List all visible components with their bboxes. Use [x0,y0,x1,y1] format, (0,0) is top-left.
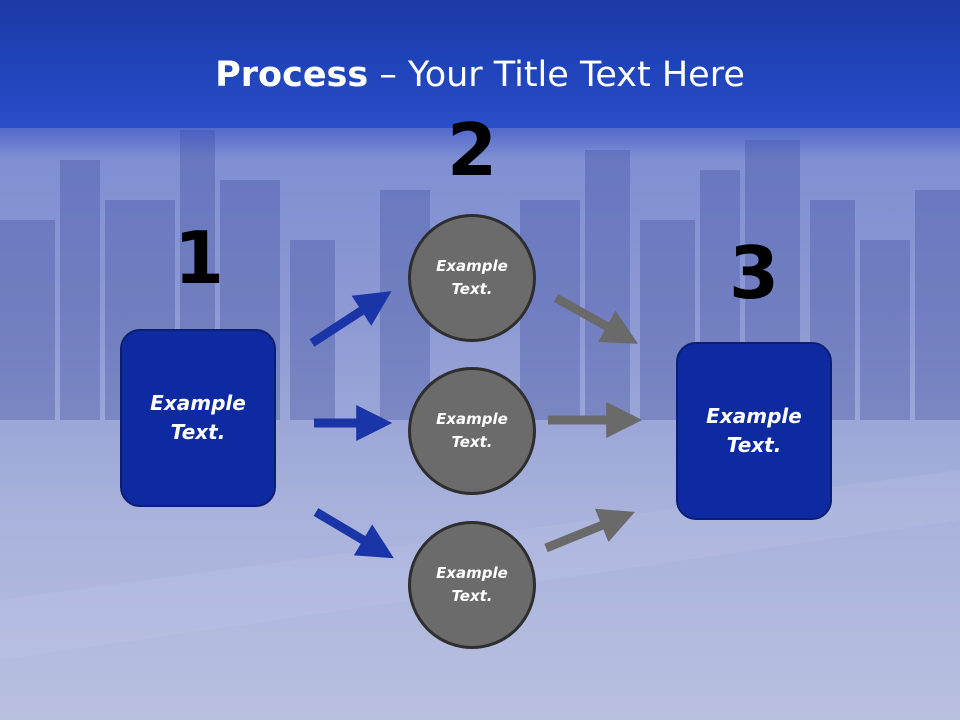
step-number-2: 2 [446,108,498,192]
step-1-box: Example Text. [120,329,276,507]
arrow-circle-bottom-to-step3 [544,508,636,553]
step-number-1: 1 [173,216,225,300]
circle-bottom-text-line2: Text. [451,587,493,605]
step-1-box-text-line2: Text. [170,420,226,444]
circle-middle-text-line2: Text. [451,433,493,451]
arrow-step1-to-circle-top [309,291,392,347]
arrow-step1-to-circle-bottom [313,508,394,559]
title-banner [0,0,960,128]
step-number-3: 3 [728,231,780,315]
title-banner-fade [0,128,960,158]
slide-title-rest: – Your Title Text Here [368,55,745,95]
step-3-box-text-line2: Text. [726,433,782,457]
slide-title: Process – Your Title Text Here [0,50,960,100]
step-2-circle-top: Example Text. [408,214,536,342]
step-2-circle-middle: Example Text. [408,367,536,495]
circle-top-text-line2: Text. [451,280,493,298]
arrow-circle-top-to-step3 [553,294,639,344]
step-2-circle-bottom: Example Text. [408,521,536,649]
slide-title-bold: Process [215,55,369,95]
circle-top-text-line1: Example [436,257,508,275]
step-3-box-text-line1: Example [706,404,802,428]
circle-bottom-text-line1: Example [436,564,508,582]
step-3-box: Example Text. [676,342,832,520]
step-1-box-text-line1: Example [150,391,246,415]
circle-middle-text-line1: Example [436,410,508,428]
